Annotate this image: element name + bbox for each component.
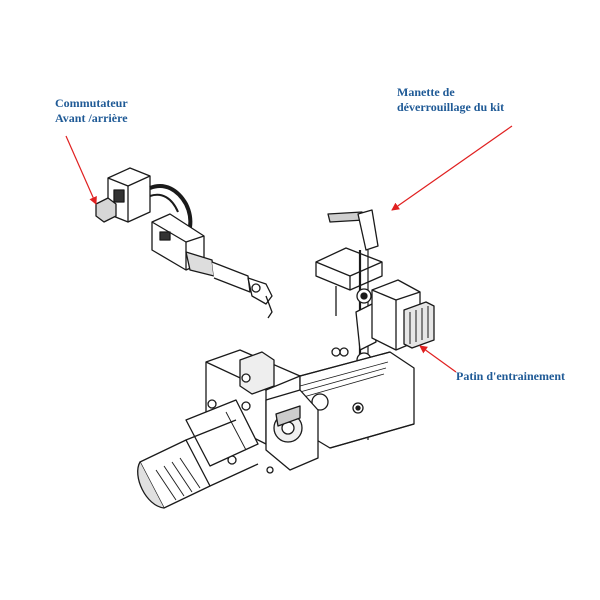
arrow-to-drive-pad: [419, 345, 457, 373]
label-drive-pad: Patin d'entrainement: [456, 369, 565, 384]
label-commutateur-line2: Avant /arrière: [55, 111, 128, 125]
label-unlocking-handle: Manette de déverrouillage du kit: [397, 85, 504, 115]
label-manette-line1: Manette de: [397, 85, 455, 99]
main-frame: [205, 349, 415, 474]
label-manette-line2: déverrouillage du kit: [397, 100, 505, 114]
drive-pad: [371, 279, 435, 351]
label-commutateur-line1: Commutateur: [55, 96, 128, 110]
label-forward-reverse-switch: Commutateur Avant /arrière: [55, 96, 128, 126]
motor-cylinder: [137, 399, 259, 509]
label-patin-line1: Patin d'entrainement: [456, 369, 565, 383]
pointer-arrows: [65, 125, 513, 373]
arrow-to-handle: [391, 125, 513, 211]
switch-assembly: [95, 167, 273, 319]
arrow-to-switch: [65, 135, 97, 205]
